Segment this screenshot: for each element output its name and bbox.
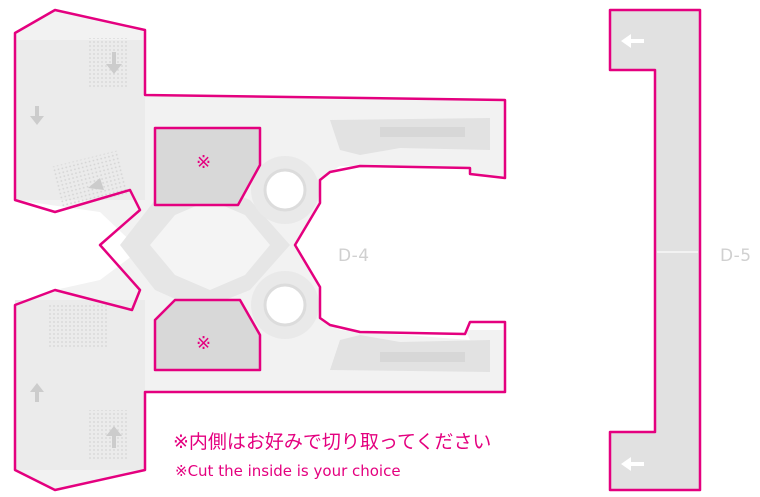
d4-cutout-top — [153, 126, 262, 207]
d4-center-hex-inner — [150, 200, 270, 290]
arrow-up-icon — [106, 426, 122, 448]
piece-label-d5: D-5 — [720, 246, 752, 266]
arrow-left-icon — [621, 34, 644, 48]
d4-dots-2 — [51, 150, 129, 210]
piece-d4 — [13, 8, 507, 492]
d4-socket-bottom-inner — [263, 283, 307, 327]
arrow-right-triangle-icon — [88, 178, 104, 190]
d4-dots-3 — [48, 305, 108, 349]
d4-upper-grille — [380, 127, 465, 137]
arrow-down-icon — [30, 106, 44, 125]
piece-label-d4: D-4 — [338, 246, 370, 266]
d4-dots-1 — [88, 38, 128, 88]
d4-cut-outline — [13, 8, 507, 492]
cut-mark-top: ※ — [196, 152, 212, 173]
note-japanese: ※内側はお好みで切り取ってください — [173, 431, 492, 453]
d4-cutout-bottom — [153, 298, 262, 372]
d5-cut-outline — [608, 8, 702, 492]
note-english: ※Cut the inside is your choice — [175, 462, 401, 480]
cut-mark-bottom: ※ — [196, 333, 212, 354]
arrow-up-icon — [30, 383, 44, 402]
d4-socket-top-inner — [263, 168, 307, 212]
piece-d5 — [608, 8, 702, 492]
arrow-left-icon — [621, 457, 644, 471]
arrow-down-icon — [106, 52, 122, 74]
d4-lower-grille — [380, 352, 465, 362]
